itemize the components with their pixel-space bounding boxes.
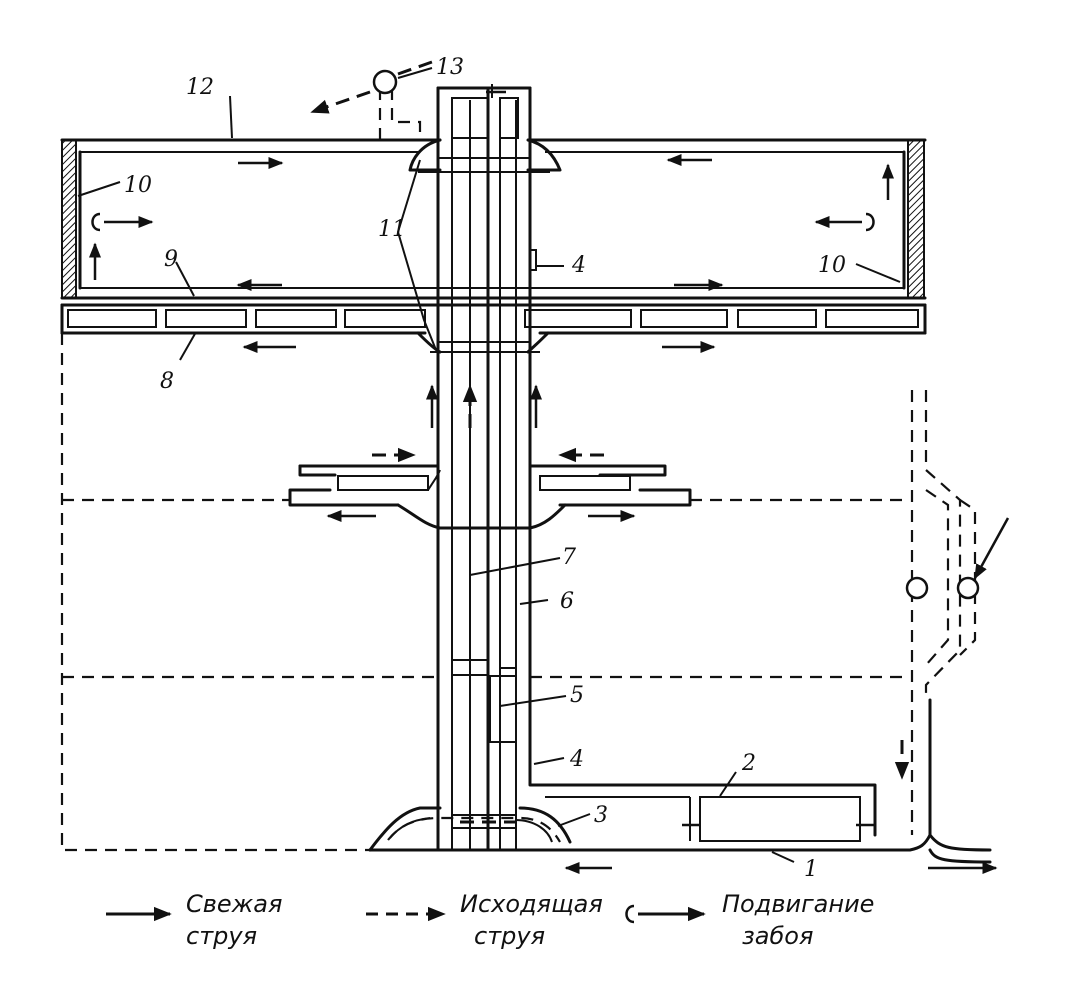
fan-13 xyxy=(372,69,398,95)
legend-fresh: Свежая струя xyxy=(106,890,282,950)
bottom-haulage xyxy=(368,698,992,864)
pillar-row xyxy=(60,303,927,335)
legend-exhaust: Исходящая струя xyxy=(366,890,603,950)
callout-10-left: 10 xyxy=(124,173,152,198)
legend-advance: Подвигание забоя xyxy=(625,890,874,950)
legend-fresh-line2: струя xyxy=(186,922,257,950)
leader-lines xyxy=(77,67,901,863)
flow-arrows xyxy=(89,154,998,874)
callout-7: 7 xyxy=(562,545,576,570)
callout-10-right: 10 xyxy=(818,253,846,278)
legend-fresh-line1: Свежая xyxy=(186,890,282,918)
legend-advance-line1: Подвигание xyxy=(722,890,874,918)
callout-11: 12 xyxy=(186,75,214,100)
callout-6: 6 xyxy=(560,589,574,614)
face-right xyxy=(907,139,925,299)
callout-4-bottom: 4 xyxy=(569,747,584,772)
callout-1: 1 xyxy=(804,857,818,882)
callouts: 12 13 10 10 9 8 11 4 7 6 5 4 2 3 1 xyxy=(124,55,846,882)
callout-4-top: 4 xyxy=(571,253,586,278)
fan-right xyxy=(956,576,980,600)
legend-exhaust-line1: Исходящая xyxy=(460,890,603,918)
middle-crosscuts xyxy=(288,464,692,530)
legend-exhaust-line2: струя xyxy=(474,922,545,950)
callout-12: 11 xyxy=(378,217,406,242)
legend: Свежая струя Исходящая струя Подвигание … xyxy=(106,890,874,950)
face-left xyxy=(61,139,77,299)
fan-left xyxy=(905,576,929,600)
callout-5: 5 xyxy=(570,683,584,708)
callout-3: 3 xyxy=(594,803,608,828)
upper-panel xyxy=(60,138,927,300)
callout-8: 8 xyxy=(160,369,174,394)
exhaust-lines xyxy=(60,60,1010,852)
callout-2: 2 xyxy=(741,751,756,776)
legend-advance-line2: забоя xyxy=(742,922,813,950)
callout-9: 9 xyxy=(164,247,178,272)
callout-13: 13 xyxy=(436,55,464,80)
central-drifts xyxy=(408,84,562,852)
